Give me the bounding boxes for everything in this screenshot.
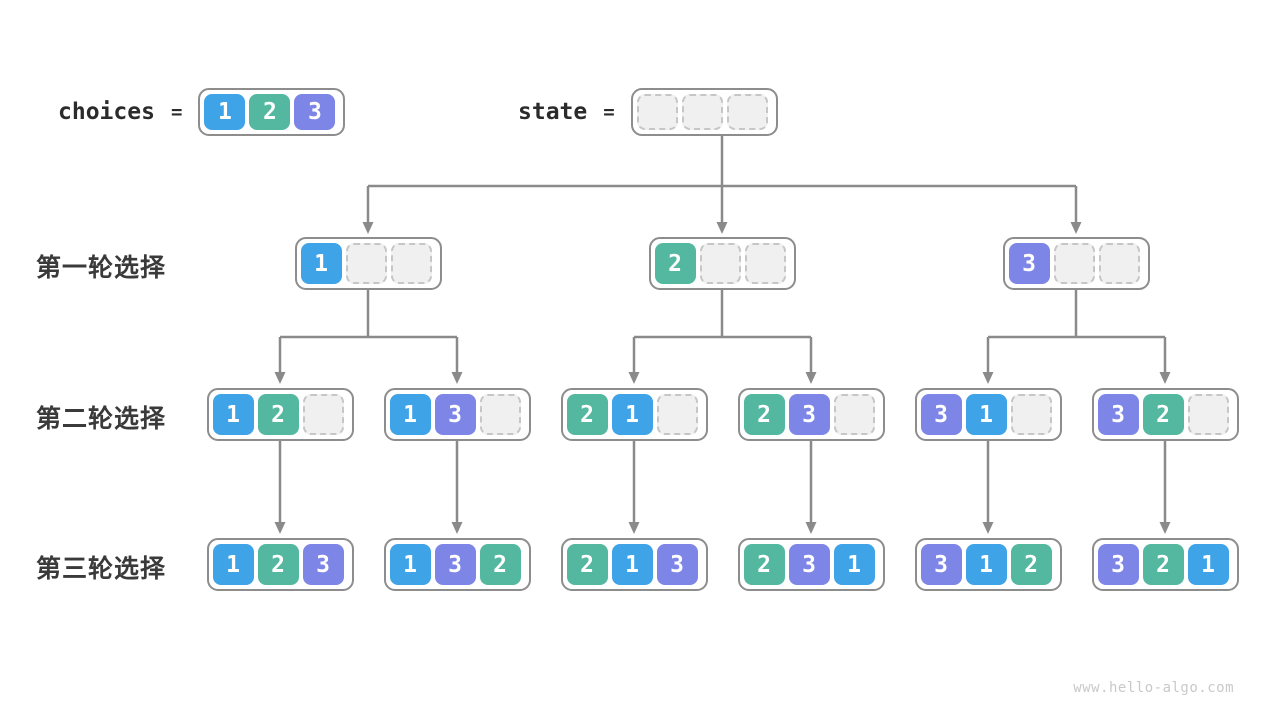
array-cell-filled: 1: [389, 394, 431, 435]
array-cell-filled: 3: [656, 544, 698, 585]
round-1-label: 第一轮选择: [36, 253, 167, 282]
array-cell-filled: 2: [743, 544, 785, 585]
array-cell-empty: [1010, 394, 1052, 435]
array-cell-filled: 3: [1097, 544, 1139, 585]
array-cell-empty: [1098, 243, 1140, 284]
state-equals-sign: =: [603, 101, 615, 123]
array-cell-filled: 1: [212, 394, 254, 435]
state-node-round1-1: 1: [294, 237, 442, 290]
array-cell-filled: 3: [434, 544, 476, 585]
round-3-label: 第三轮选择: [36, 554, 167, 583]
array-cell-empty: [1187, 394, 1229, 435]
array-cell-filled: 2: [1010, 544, 1052, 585]
array-cell-filled: 1: [204, 94, 246, 130]
array-cell-filled: 2: [566, 544, 608, 585]
array-cell-filled: 1: [611, 544, 653, 585]
array-cell-filled: 3: [788, 544, 830, 585]
array-cell-filled: 3: [1008, 243, 1050, 284]
state-array-empty: [630, 88, 778, 136]
array-cell-filled: 3: [434, 394, 476, 435]
array-cell-empty: [1053, 243, 1095, 284]
array-cell-filled: 3: [302, 544, 344, 585]
choices-equals-sign: =: [170, 101, 183, 123]
array-cell-filled: 1: [1187, 544, 1229, 585]
array-cell-filled: 1: [389, 544, 431, 585]
array-cell-empty: [345, 243, 387, 284]
array-cell-filled: 2: [1142, 394, 1184, 435]
array-cell-empty: [699, 243, 741, 284]
array-cell-filled: 2: [249, 94, 291, 130]
array-cell-filled: 2: [654, 243, 696, 284]
array-cell-empty: [479, 394, 521, 435]
array-cell-filled: 1: [212, 544, 254, 585]
state-label: state: [518, 99, 588, 125]
array-cell-filled: 3: [294, 94, 336, 130]
array-cell-filled: 1: [965, 544, 1007, 585]
array-cell-filled: 2: [257, 544, 299, 585]
array-cell-filled: 3: [1097, 394, 1139, 435]
array-cell-empty: [656, 394, 698, 435]
array-cell-filled: 2: [479, 544, 521, 585]
array-cell-filled: 3: [920, 394, 962, 435]
state-node-round1-3: 3: [1002, 237, 1150, 290]
watermark: www.hello-algo.com: [1073, 680, 1234, 696]
choices-label: choices: [58, 99, 155, 125]
array-cell-filled: 3: [788, 394, 830, 435]
state-node-round1-2: 2: [648, 237, 796, 290]
state-group: state =: [518, 88, 778, 136]
array-cell-filled: 1: [611, 394, 653, 435]
array-cell-filled: 2: [743, 394, 785, 435]
array-cell-empty: [726, 94, 768, 130]
array-cell-filled: 2: [566, 394, 608, 435]
array-cell-filled: 2: [1142, 544, 1184, 585]
array-cell-filled: 2: [257, 394, 299, 435]
round-2-label: 第二轮选择: [36, 404, 167, 433]
array-cell-empty: [390, 243, 432, 284]
array-cell-empty: [833, 394, 875, 435]
array-cell-empty: [636, 94, 678, 130]
array-cell-filled: 3: [920, 544, 962, 585]
array-cell-empty: [744, 243, 786, 284]
array-cell-filled: 1: [833, 544, 875, 585]
array-cell-filled: 1: [965, 394, 1007, 435]
array-cell-empty: [302, 394, 344, 435]
array-cell-filled: 1: [300, 243, 342, 284]
array-cell-empty: [681, 94, 723, 130]
